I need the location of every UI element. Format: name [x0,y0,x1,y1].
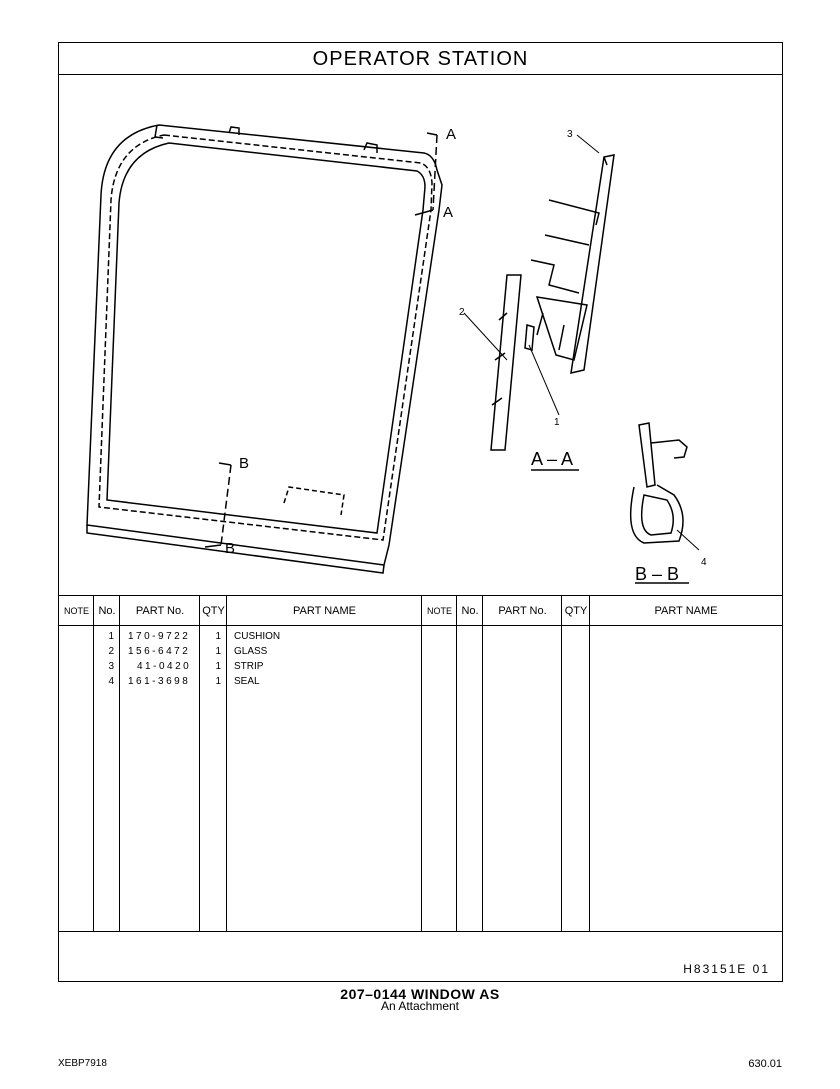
callout-4: 4 [701,557,707,568]
caption-subtitle: An Attachment [380,999,460,1013]
header-note: NOTE [426,606,452,616]
header-part-name: PART NAME [654,605,718,617]
view-bb-label: B – B [635,564,679,584]
section-b-label-bottom: B [225,540,235,557]
row-part-name: CUSHION [234,631,281,642]
section-a-label-bottom: A [443,204,453,221]
section-b-label-top: B [239,455,249,472]
row-part-no: 161-3698 [128,676,191,687]
illustration-code: H83151E 01 [683,962,770,976]
window-latch [283,486,345,516]
row-part-name: SEAL [234,676,260,687]
col-qty-left [200,596,227,931]
row-part-name: STRIP [234,661,264,672]
col-partno-right [483,596,562,931]
header-note: NOTE [63,606,89,616]
section-aa-profile [530,199,600,361]
table-row: 1 170-9722 1 CUSHION [59,629,782,644]
view-aa-label: A – A [531,449,573,469]
col-note-right [422,596,457,931]
page-title: OPERATOR STATION [59,43,782,75]
leader-2 [463,312,508,361]
row-no: 1 [108,631,114,642]
row-part-no: 41-0420 [137,661,192,672]
row-no: 4 [108,676,114,687]
table-row: 2 156-6472 1 GLASS [59,644,782,659]
header-part-name: PART NAME [293,605,356,617]
parts-illustration: A A B B A – A B – B 1 2 3 4 [59,75,782,595]
section-b-arrows [204,462,232,548]
page-number: 630.01 [748,1058,782,1070]
header-qty: QTY [202,605,225,617]
table-header: NOTE No. PART No. QTY PART NAME NOTE No.… [59,596,782,626]
section-aa-glass [490,274,522,451]
window-drawing: A A B B A – A B – B 1 2 3 4 [86,124,707,584]
section-bb-seal-inner [640,494,674,536]
parts-table: NOTE No. PART No. QTY PART NAME NOTE No.… [59,595,782,931]
header-qty: QTY [564,605,588,617]
row-no: 2 [108,646,114,657]
section-bb-clip [650,439,688,459]
section-bb-frame [638,422,656,488]
col-no-left [94,596,120,931]
header-no: No. [461,605,479,617]
frame-clip [363,142,378,153]
callout-2: 2 [459,307,465,318]
callout-3: 3 [567,129,573,140]
row-part-no: 170-9722 [128,631,191,642]
col-partno-left [120,596,200,931]
illustration-code-box: H83151E 01 [59,931,782,981]
leader-3 [576,134,600,154]
header-part-no: PART No. [498,605,547,617]
row-qty: 1 [215,646,221,657]
page-frame: OPERATOR STATION [58,42,783,982]
table-row: 3 41-0420 1 STRIP [59,659,782,674]
row-qty: 1 [215,676,221,687]
row-qty: 1 [215,661,221,672]
col-note-left [59,596,94,931]
doc-id: XEBP7918 [58,1058,107,1069]
col-name-left [227,596,422,931]
col-no-right [457,596,483,931]
callout-1: 1 [554,417,560,428]
section-a-arrows [414,132,438,216]
section-bb-seal [629,484,684,544]
window-frame-inner [106,142,426,534]
window-bottom-rail [86,525,385,574]
row-no: 3 [108,661,114,672]
header-part-no: PART No. [135,605,185,617]
window-frame-seal [98,134,433,541]
section-a-label-top: A [446,126,456,143]
frame-corner [154,124,164,139]
leader-1 [528,344,560,416]
caption-title: 207–0144 WINDOW AS [340,986,500,1002]
table-rows: 1 170-9722 1 CUSHION 2 156-6472 1 GLASS … [59,629,782,689]
col-qty-right [562,596,590,931]
section-aa-hatch [491,312,508,406]
window-frame-outer [86,124,443,566]
row-part-name: GLASS [234,646,268,657]
row-qty: 1 [215,631,221,642]
section-aa-frame [570,154,615,374]
frame-clip [228,126,240,135]
header-no: No. [98,605,116,617]
leader-4 [676,529,700,551]
row-part-no: 156-6472 [128,646,191,657]
section-a-cutline [432,134,438,211]
table-row: 4 161-3698 1 SEAL [59,674,782,689]
section-b-cutline [220,464,232,546]
section-aa-tab [603,156,608,166]
section-aa-cushion [524,324,535,351]
